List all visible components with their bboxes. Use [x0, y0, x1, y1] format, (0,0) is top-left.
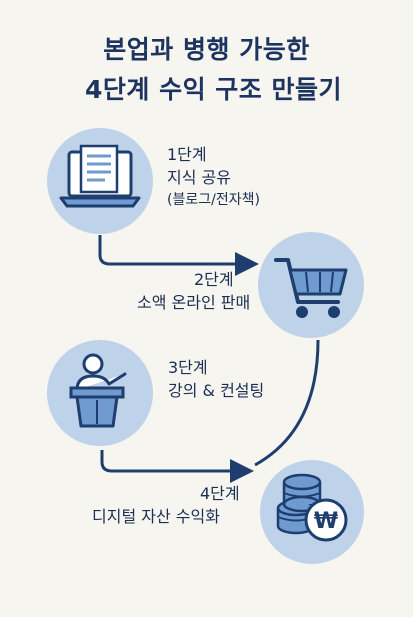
lecturer-podium-icon — [69, 353, 127, 428]
step2-circle — [258, 232, 364, 338]
step2-number: 2단계 — [194, 270, 234, 289]
step4-text: 디지털 자산 수익화 — [92, 507, 220, 526]
page-title-line-2: 4단계 수익 구조 만들기 — [84, 75, 342, 104]
step1-label: 1단계 지식 공유 (블로그/전자책) — [167, 143, 260, 212]
step2-text: 소액 온라인 판매 — [137, 293, 251, 312]
step1-subtext: (블로그/전자책) — [167, 192, 260, 208]
step4-number: 4단계 — [200, 484, 240, 503]
step1-text: 지식 공유 — [167, 168, 231, 187]
shopping-cart-icon — [274, 258, 348, 318]
connector-step2-to-step3 — [254, 339, 320, 467]
arrow-step3-to-step4 — [100, 450, 254, 483]
laptop-document-icon — [59, 144, 141, 208]
step4-label: 4단계 디지털 자산 수익화 — [92, 482, 240, 528]
won-symbol: ₩ — [314, 509, 338, 534]
step1-number: 1단계 — [167, 145, 207, 164]
page-title-line-1: 본업과 병행 가능한 — [103, 35, 310, 64]
step3-number: 3단계 — [168, 358, 208, 377]
step3-label: 3단계 강의 & 컨설팅 — [168, 356, 264, 402]
step3-circle — [47, 340, 153, 446]
arrow-step1-to-step2 — [98, 235, 259, 276]
step2-label: 2단계 소액 온라인 판매 — [137, 268, 250, 314]
step1-circle — [47, 128, 153, 234]
coins-won-icon: ₩ — [276, 473, 348, 542]
step3-text: 강의 & 컨설팅 — [168, 381, 265, 400]
step4-circle: ₩ — [260, 460, 364, 564]
